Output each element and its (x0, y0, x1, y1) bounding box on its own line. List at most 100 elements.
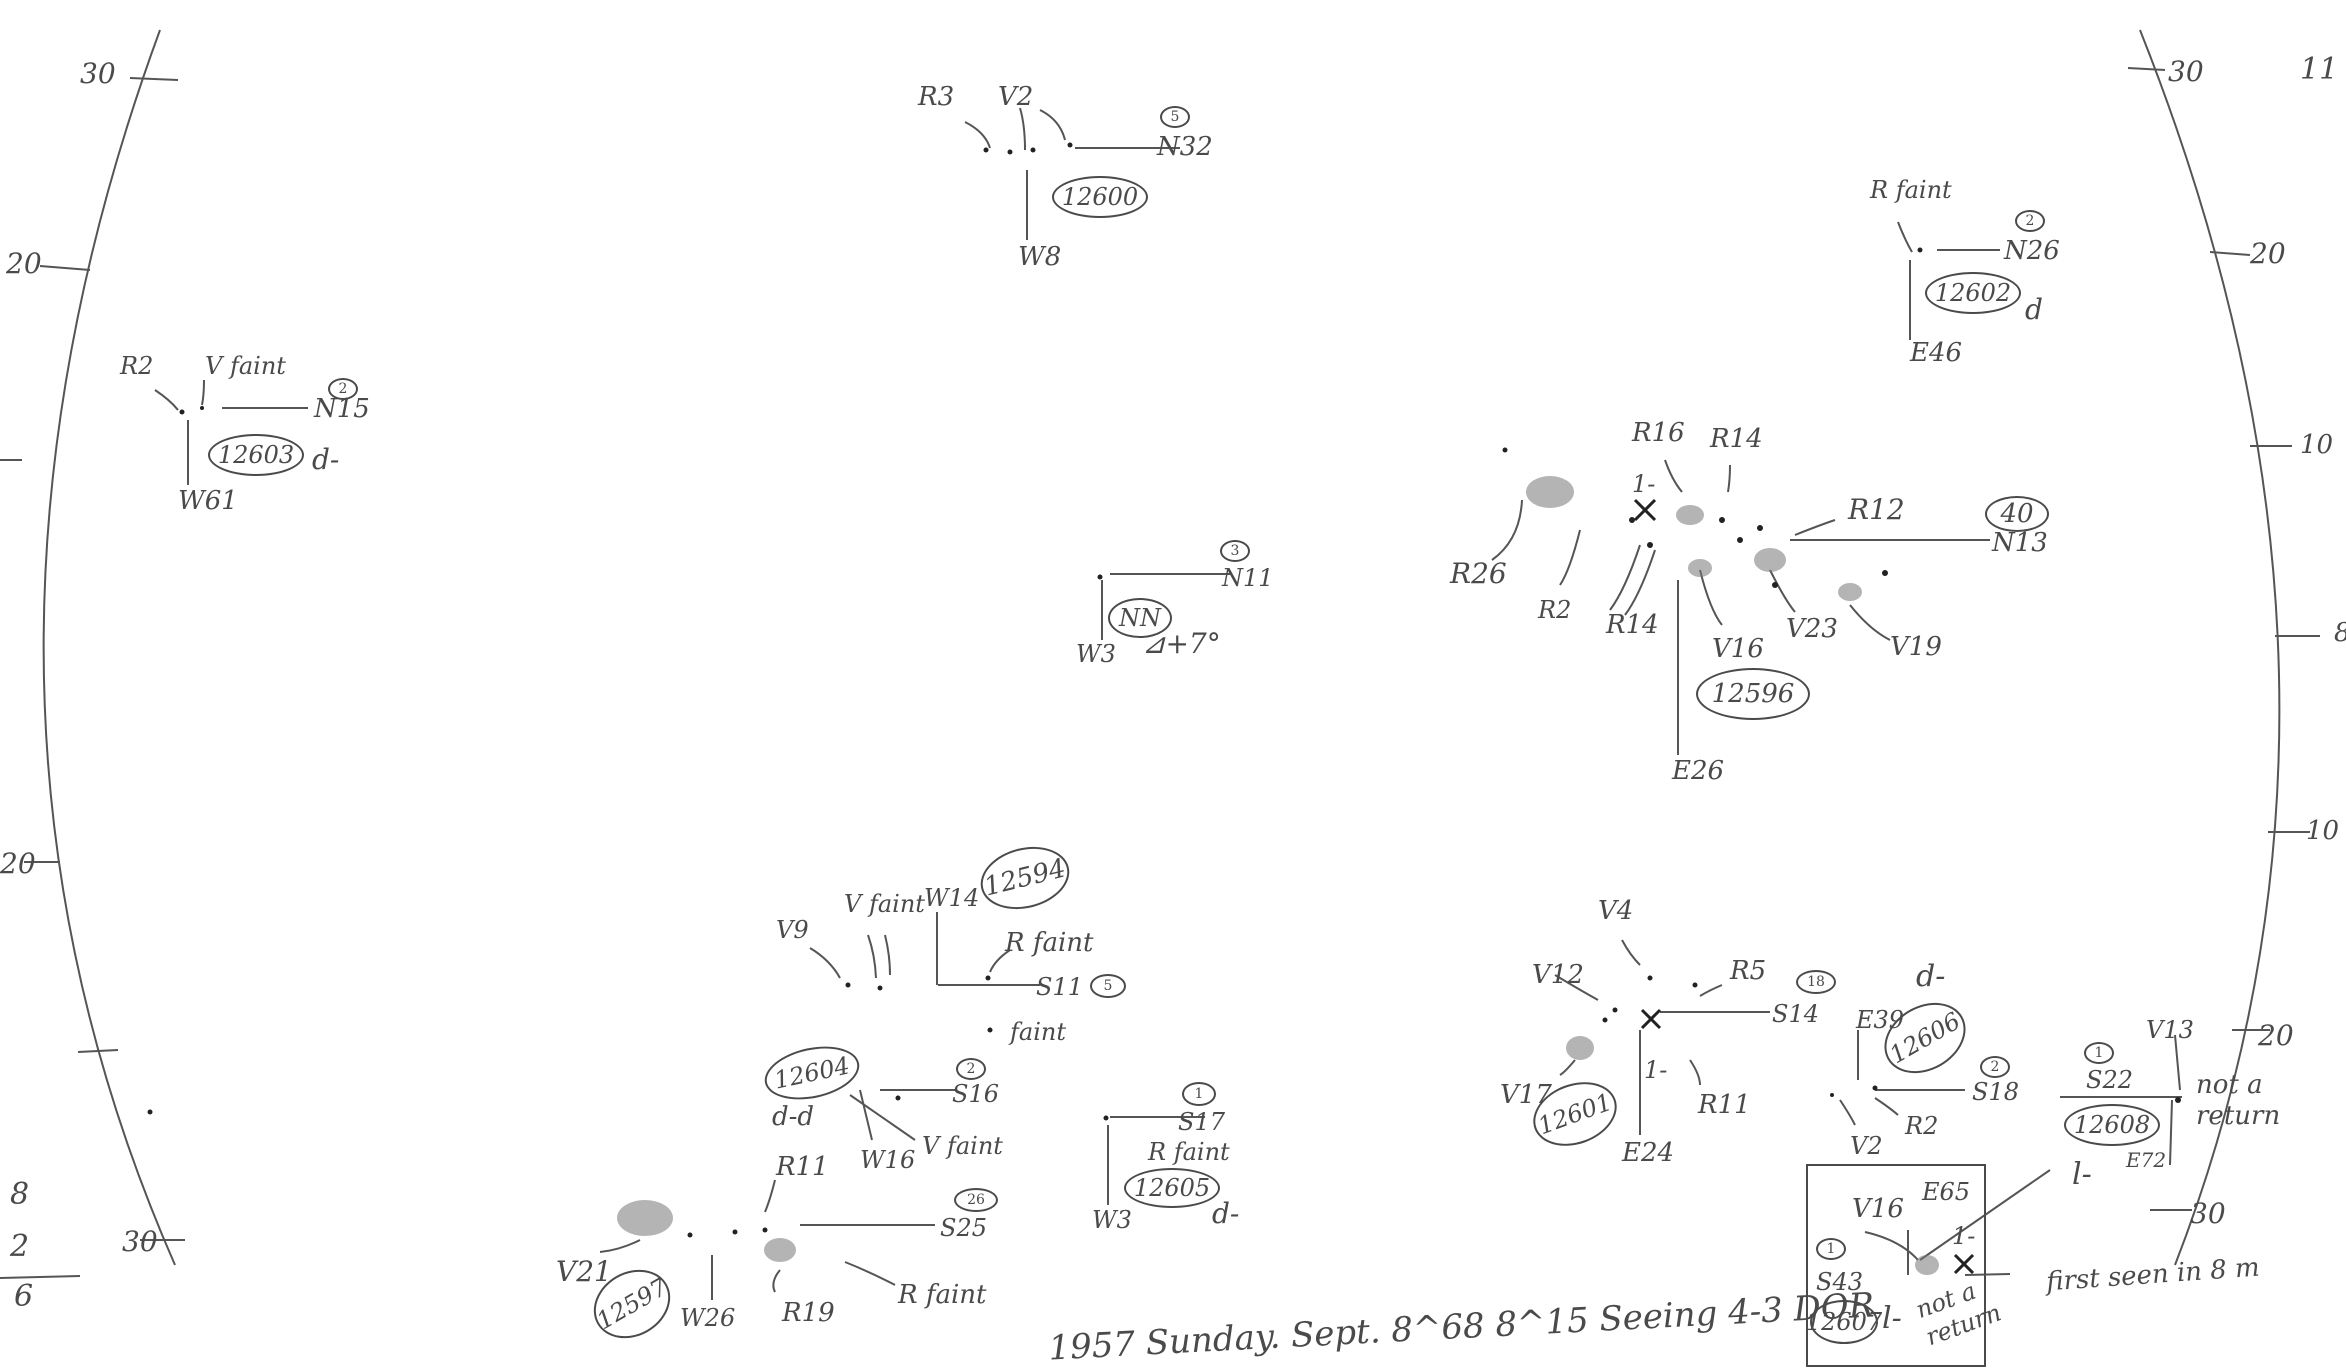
g12606-v2: V2 (1850, 1132, 1883, 1160)
margin-left-c: 6 (14, 1279, 34, 1314)
g12605-quality: d- (1212, 1197, 1240, 1230)
g12597-r11: R11 (776, 1152, 829, 1182)
g12608-id: 12608 (2064, 1104, 2160, 1146)
g12605-s: S17 (1178, 1108, 1225, 1136)
g12597-v21: V21 (556, 1255, 612, 1288)
g12596-v23: V23 (1786, 614, 1838, 644)
g12597-count: 26 (954, 1188, 998, 1212)
g12596-r12: R12 (1848, 493, 1905, 526)
margin-right-g2: 8 (2334, 620, 2346, 646)
g12602-id: 12602 (1925, 272, 2021, 314)
g12608-s: S22 (2086, 1066, 2133, 1094)
g12596-r26: R26 (1450, 557, 1507, 590)
g12596-r2: R2 (1538, 596, 1572, 624)
g12603-quality: d- (312, 443, 340, 476)
scale-right-bottom: 30 (2190, 1197, 2226, 1230)
g12597-rfaint: R faint (898, 1280, 987, 1310)
g12602-e: E46 (1910, 338, 1963, 368)
g12606-s: S18 (1972, 1078, 2019, 1106)
g12607-id: 12607 (1806, 1300, 1882, 1344)
g12603-w: W61 (178, 486, 238, 516)
g12600-w: W8 (1018, 242, 1062, 272)
g12596-v16: V16 (1712, 634, 1764, 664)
g12603-n: N15 (314, 394, 370, 424)
g12605-w: W3 (1092, 1206, 1132, 1234)
g12600-r: R3 (918, 82, 955, 112)
scale-right-upper: 20 (2250, 237, 2286, 270)
g12603-v: V faint (205, 352, 286, 380)
scale-left-lower: 20 (0, 847, 36, 880)
field-circle-right-arc (2139, 29, 2281, 1266)
g12607-v16: V16 (1852, 1194, 1904, 1224)
g12596-n: N13 (1992, 528, 2048, 558)
g12607-box (1806, 1164, 1986, 1367)
g12597-r19: R19 (782, 1298, 835, 1328)
g12601-v17: V17 (1500, 1080, 1552, 1110)
margin-right-top: 11 (2300, 52, 2339, 87)
g12608-note: not a return (2196, 1070, 2281, 1132)
g12608-e: E72 (2126, 1148, 2167, 1172)
g12600-count: 5 (1160, 106, 1190, 128)
gnn-n: N11 (1222, 564, 1274, 592)
g12602-r: R faint (1870, 176, 1952, 204)
g12606-count: 2 (1980, 1056, 2010, 1078)
g12596-e: E26 (1672, 756, 1725, 786)
g12601-mark: 1- (1644, 1056, 1668, 1084)
g12602-n: N26 (2004, 236, 2060, 266)
scale-left-top: 30 (80, 57, 116, 90)
margin-right-g1: 10 (2300, 430, 2334, 460)
g12603-count: 2 (328, 378, 358, 400)
g12600-id: 12600 (1052, 176, 1148, 218)
g12604-vfaint: V faint (922, 1132, 1003, 1160)
g12594-v9: V9 (776, 916, 809, 944)
g12603-r: R2 (120, 352, 154, 380)
g12596-id: 12596 (1696, 668, 1810, 720)
gnn-count: 3 (1220, 540, 1250, 562)
g12602-quality: d (2025, 293, 2043, 326)
g12594-count: 5 (1090, 974, 1126, 998)
g12600-n: N32 (1157, 132, 1213, 162)
scale-left-bottom: 30 (122, 1225, 158, 1258)
scale-right-lower: 20 (2258, 1019, 2294, 1052)
g12601-v12: V12 (1532, 960, 1584, 990)
g12602-count: 2 (2015, 210, 2045, 232)
g12607-e: E65 (1922, 1178, 1971, 1206)
g12604-w: W16 (860, 1146, 916, 1174)
g12605-id: 12605 (1124, 1168, 1220, 1208)
g12594-vfaint: V faint (844, 890, 925, 918)
g12604-quality: d-d (772, 1102, 815, 1132)
g12594-w: W14 (924, 884, 980, 912)
field-circle-left-arc (42, 29, 176, 1266)
g12608-count: 1 (2084, 1042, 2114, 1064)
scale-right-top: 30 (2168, 55, 2204, 88)
margin-right-g3: 10 (2306, 816, 2340, 846)
g12594-s: S11 (1036, 973, 1083, 1001)
g12601-v4: V4 (1598, 896, 1634, 926)
g12596-v19: V19 (1890, 632, 1942, 662)
g12605-count: 1 (1182, 1082, 1216, 1106)
g12607-mark: 1- (1952, 1222, 1976, 1250)
g12608-v13: V13 (2146, 1016, 2194, 1044)
g12596-r14a: R14 (1710, 424, 1763, 454)
g12607-s: S43 (1816, 1268, 1863, 1296)
margin-left-a: 8 (10, 1177, 30, 1212)
gnn-id: NN (1108, 598, 1172, 638)
g12601-r11: R11 (1698, 1090, 1751, 1120)
g12594-rfaint: R faint (1005, 928, 1094, 958)
gnn-w: W3 (1076, 640, 1116, 668)
g12601-s: S14 (1772, 1000, 1819, 1028)
g12606-quality: d- (1916, 959, 1946, 994)
g12594-faint: faint (1010, 1018, 1066, 1046)
g12607-quality: l- (1882, 1301, 1902, 1336)
g12597-w: W26 (680, 1304, 736, 1332)
g12604-count: 2 (956, 1058, 986, 1080)
g12606-e: E39 (1856, 1006, 1905, 1034)
g12596-r14b: R14 (1606, 610, 1659, 640)
gnn-altitude: ⊿+7° (1142, 627, 1221, 660)
margin-left-b: 2 (10, 1229, 30, 1264)
g12604-s: S16 (952, 1080, 999, 1108)
g12596-count: 40 (1985, 496, 2049, 532)
g12601-e: E24 (1622, 1138, 1675, 1168)
g12601-r5: R5 (1730, 956, 1767, 986)
scale-left-upper: 20 (6, 247, 42, 280)
